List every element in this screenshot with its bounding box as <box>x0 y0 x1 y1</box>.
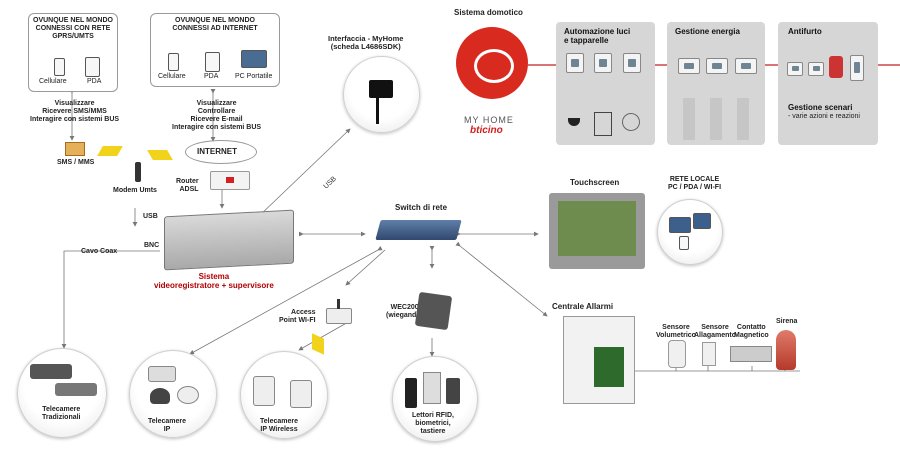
gprs-device-cellulare: Cellulare <box>39 78 67 85</box>
biometric-reader-icon <box>446 378 460 404</box>
internet-box: OVUNQUE NEL MONDO CONNESSI AD INTERNET C… <box>150 13 280 87</box>
dome-camera-icon <box>150 388 170 404</box>
wireless-camera-icon <box>290 380 312 408</box>
energy-device-icon <box>678 58 700 74</box>
flood-sensor-icon <box>702 342 716 366</box>
alarm-center-label: Centrale Allarmi <box>552 302 614 311</box>
internet-device-pda: PDA <box>204 73 219 80</box>
router-icon <box>210 171 250 190</box>
touchscreen-label: Touchscreen <box>570 178 620 187</box>
alarm-device-icon <box>808 62 824 76</box>
alarm-device-icon <box>850 55 864 81</box>
domotic-label: Sistema domotico <box>454 8 523 17</box>
myhome-interface-label: Interfaccia - MyHome (scheda L4686SDK) <box>328 34 404 51</box>
cellphone-icon <box>54 58 65 76</box>
modem-label: Modem Umts <box>113 187 157 194</box>
sms-label: SMS / MMS <box>57 159 95 166</box>
pda-icon <box>205 52 220 72</box>
sensor-flood-label: Sensore Allagamento <box>694 324 737 339</box>
cellphone-icon <box>168 53 179 71</box>
light-switch-icon <box>594 53 612 73</box>
camera-icon <box>55 383 97 396</box>
gprs-device-pda: PDA <box>87 78 102 85</box>
modem-antenna-icon <box>135 162 141 182</box>
gprs-box: OVUNQUE NEL MONDO CONNESSI CON RETE GPRS… <box>28 13 118 92</box>
router-label: Router ADSL <box>176 178 199 193</box>
internet-label: INTERNET <box>197 147 237 156</box>
siren-icon <box>829 56 843 78</box>
wec-label: WEC200 (wiegand) <box>386 304 419 319</box>
myhome-logo-text: MY HOME <box>464 115 514 125</box>
alarm-center-box <box>563 316 635 404</box>
wifi-cameras-label: Telecamere IP Wireless <box>260 418 299 433</box>
lights-panel-title: Automazione luci e tapparelle <box>564 27 631 45</box>
right-description: Visualizzare Controllare Ricevere E-mail… <box>172 100 262 131</box>
volumetric-sensor-icon <box>668 340 686 368</box>
readers-label: Lettori RFID, biometrici, tastiere <box>412 412 454 435</box>
bnc-label: BNC <box>144 242 160 249</box>
pda-icon <box>85 57 100 77</box>
energy-panel-title: Gestione energia <box>675 27 740 36</box>
shutter-icon <box>594 112 612 136</box>
internet-device-pc: PC Portatile <box>235 73 273 80</box>
pda-icon <box>679 236 689 250</box>
rfid-reader-icon <box>405 378 417 408</box>
internet-device-cellulare: Cellulare <box>158 73 186 80</box>
energy-device-icon <box>706 58 728 74</box>
interface-board-icon <box>369 80 393 98</box>
scenes-title: Gestione scenari <box>788 103 853 112</box>
laptop-icon <box>241 50 267 68</box>
videorecorder-server <box>164 209 294 271</box>
energy-device-icon <box>735 58 757 74</box>
touchscreen-device <box>549 193 645 269</box>
alarm-device-icon <box>787 62 803 76</box>
alarm-panel <box>778 22 878 145</box>
interface-cable-icon <box>376 98 379 124</box>
network-switch <box>375 220 462 240</box>
access-point-label: Access Point WI-FI <box>279 309 316 324</box>
left-description: Visualizzare Ricevere SMS/MMS Interagire… <box>30 100 120 123</box>
system-title: Sistema videoregistratore + supervisore <box>154 272 274 290</box>
ip-camera-icon <box>148 366 176 382</box>
sensor-volumetric-label: Sensore Volumetrico <box>656 324 696 339</box>
keypad-icon <box>423 372 441 404</box>
bticino-logo-text: bticino <box>470 125 503 136</box>
ip-cameras-label: Telecamere IP <box>148 418 187 433</box>
alarm-panel-title: Antifurto <box>788 27 822 36</box>
lamp-icon <box>568 118 580 126</box>
coax-label: Cavo Coax <box>81 248 118 255</box>
appliance-icons <box>677 98 757 140</box>
dome-camera-icon <box>177 386 199 404</box>
scenes-subtitle: - varie azioni e reazioni <box>788 113 860 120</box>
monitor-icon <box>693 213 711 229</box>
lan-label: RETE LOCALE PC / PDA / WI-FI <box>668 176 722 191</box>
house-logo-icon <box>456 27 528 99</box>
laptop-icon <box>669 217 691 233</box>
camera-icon <box>30 364 72 379</box>
ip-cameras-circle <box>129 350 217 438</box>
light-switch-icon <box>623 53 641 73</box>
wec-controller <box>414 291 453 331</box>
usb-label: USB <box>143 213 158 220</box>
traditional-cameras-label: Telecamere Tradizionali <box>42 406 81 421</box>
light-switch-icon <box>566 53 584 73</box>
siren-icon <box>776 330 796 370</box>
usb-diag-label: USB <box>323 175 339 190</box>
fan-icon <box>622 113 640 131</box>
gprs-box-title: OVUNQUE NEL MONDO CONNESSI CON RETE GPRS… <box>33 17 113 40</box>
access-point-icon <box>326 299 352 324</box>
envelope-icon <box>65 142 85 156</box>
sensor-magnetic-label: Contatto Magnetico <box>734 324 769 339</box>
internet-box-title: OVUNQUE NEL MONDO CONNESSI AD INTERNET <box>172 17 258 32</box>
wireless-camera-icon <box>253 376 275 406</box>
switch-label: Switch di rete <box>395 203 448 212</box>
magnetic-contact-icon <box>730 346 772 362</box>
siren-label: Sirena <box>776 318 798 325</box>
internet-cloud <box>185 140 257 164</box>
